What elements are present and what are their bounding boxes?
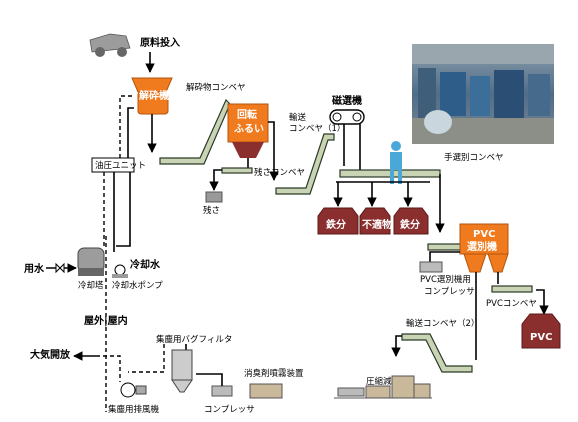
iron-1-label: 鉄分 — [326, 218, 346, 231]
facility-photo — [412, 44, 554, 144]
pvc-bin-label: PVC — [530, 332, 552, 343]
pvc-compressor-label-b: コンプレッサ — [424, 287, 475, 297]
rotary-sieve-label-2: ふるい — [234, 123, 264, 135]
pvc-sorter — [459, 223, 509, 273]
transport-conveyor-1-label-a: 輸送 — [289, 112, 307, 123]
compressor-unit — [211, 385, 233, 397]
transport-conveyor-2-label: 輸送コンベヤ（2） — [406, 318, 479, 329]
transport-conveyor-2 — [401, 333, 473, 373]
residue-bin — [205, 191, 223, 203]
cooling-tower — [77, 247, 105, 276]
compressor-label: コンプレッサ — [204, 405, 255, 415]
magnetic-separator — [329, 109, 365, 125]
compactor — [334, 375, 432, 399]
residue-conveyor — [221, 167, 253, 174]
transport-conveyor-1-label-b: コンベヤ（1） — [289, 123, 345, 134]
water-supply-label: 用水 — [23, 262, 45, 275]
cooling-pump-label: 冷却水ポンプ — [112, 280, 163, 291]
worker-icon — [390, 141, 402, 184]
rotary-sieve — [227, 103, 269, 158]
outdoor-indoor-label: 屋外|屋内 — [84, 314, 128, 327]
iron-2-label: 鉄分 — [400, 218, 420, 231]
pvc-sorter-label-2: 選別機 — [467, 240, 497, 253]
residue-conveyor-label: 残さコンベヤ — [254, 167, 305, 178]
pvc-compressor-label-a: PVC選別機用 — [420, 274, 471, 285]
iron-bin-2 — [393, 207, 429, 235]
cooling-pump — [112, 264, 128, 278]
cooling-water-label: 冷却水 — [130, 258, 161, 271]
magnetic-separator-label: 磁選機 — [332, 94, 362, 107]
rotary-sieve-label-1: 回転 — [237, 108, 257, 121]
deodorizer-label: 消臭剤噴霧装置 — [244, 368, 304, 379]
transport-conveyor-1 — [275, 133, 335, 195]
bag-filter-label: 集塵用バグフィルタ — [156, 334, 232, 345]
atmosphere-release-label: 大気開放 — [30, 348, 71, 361]
pvc-compressor — [419, 261, 443, 273]
pvc-conveyor — [491, 285, 533, 293]
compactor-label: 圧縮減容機 — [366, 376, 409, 387]
pvc-sorter-label-1: PVC — [473, 229, 495, 240]
cooling-tower-label: 冷却塔 — [78, 280, 104, 291]
nonflammable-label: 不適物 — [362, 218, 392, 231]
deodorizer-unit — [249, 383, 283, 399]
wheel-loader-icon — [89, 33, 131, 57]
crusher — [131, 77, 173, 115]
valve-icon — [55, 262, 65, 274]
hydraulic-unit-label: 油圧ユニット — [95, 160, 146, 171]
iron-bin-1 — [317, 207, 359, 235]
crushed-conveyor-label: 解砕物コンベヤ — [186, 82, 246, 93]
pvc-bin — [521, 313, 561, 349]
manual-sort-conveyor-label: 手選別コンベヤ — [444, 152, 504, 163]
pvc-conveyor-label: PVCコンベヤ — [486, 299, 537, 309]
residue-label: 残さ — [203, 205, 220, 216]
crusher-label: 解砕機 — [139, 89, 169, 102]
nonflammable-bin — [359, 207, 391, 235]
exhaust-fan — [120, 382, 147, 398]
hydraulic-unit — [91, 157, 135, 173]
raw-input-label: 原料投入 — [140, 36, 180, 49]
exhaust-fan-label: 集塵用排風機 — [108, 404, 160, 415]
bag-filter — [171, 349, 193, 393]
crushed-conveyor — [159, 98, 231, 165]
